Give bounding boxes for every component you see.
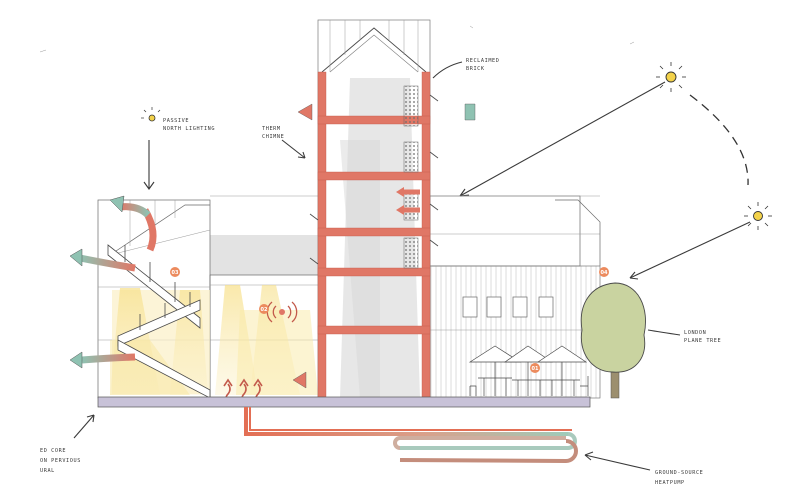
label-london-plane-tree: LONDON PLANE TREE xyxy=(684,330,721,344)
north-light-arrow xyxy=(143,140,155,190)
ground-slab xyxy=(97,396,591,408)
svg-text:03: 03 xyxy=(172,270,179,276)
svg-text:PASSIVE: PASSIVE xyxy=(163,118,189,124)
tree xyxy=(580,282,646,399)
svg-text:ED CORE: ED CORE xyxy=(40,448,66,454)
svg-text:02: 02 xyxy=(261,307,268,313)
marker-badge: 04 xyxy=(599,267,609,277)
svg-text:PLANE TREE: PLANE TREE xyxy=(684,338,721,344)
sun-icon xyxy=(656,62,686,92)
svg-text:LONDON: LONDON xyxy=(684,330,706,336)
svg-text:ON PERVIOUS: ON PERVIOUS xyxy=(40,458,81,464)
label-passive-north-lighting: PASSIVE NORTH LIGHTING xyxy=(163,118,215,132)
sun-icon xyxy=(744,202,772,230)
label-ground-source: GROUND-SOURCE HEATPUMP xyxy=(655,470,703,486)
ground-source-loop xyxy=(244,407,578,464)
sun-path xyxy=(459,81,751,280)
svg-text:04: 04 xyxy=(601,270,608,276)
svg-text:URAL: URAL xyxy=(40,468,55,474)
background-massing xyxy=(210,195,600,275)
svg-text:THERM: THERM xyxy=(262,126,281,132)
marker-badge: 03 xyxy=(170,267,180,277)
marker-badge: 02 xyxy=(259,304,269,314)
outdoor-seating xyxy=(468,345,589,396)
label-thermal-chimney: THERM CHIMNE xyxy=(262,126,284,140)
label-core: ED CORE ON PERVIOUS URAL xyxy=(40,448,81,474)
exhaust-arrows xyxy=(69,195,157,369)
leader-lines xyxy=(73,61,681,439)
tower xyxy=(297,19,476,399)
right-building xyxy=(429,199,601,399)
svg-text:BRICK: BRICK xyxy=(466,66,485,72)
svg-text:CHIMNE: CHIMNE xyxy=(262,134,284,140)
svg-text:HEATPUMP: HEATPUMP xyxy=(655,480,685,486)
marker-badge: 01 xyxy=(530,363,540,373)
svg-text:GROUND-SOURCE: GROUND-SOURCE xyxy=(655,470,703,476)
ground-source-arrow xyxy=(584,451,651,471)
svg-text:RECLAIMED: RECLAIMED xyxy=(466,58,500,64)
label-reclaimed-brick: RECLAIMED BRICK xyxy=(466,58,500,72)
svg-text:NORTH LIGHTING: NORTH LIGHTING xyxy=(163,126,215,132)
sketch-marks xyxy=(39,25,635,53)
sun-icon xyxy=(141,107,161,122)
supply-air-arrow xyxy=(292,371,465,389)
svg-text:01: 01 xyxy=(532,366,539,372)
